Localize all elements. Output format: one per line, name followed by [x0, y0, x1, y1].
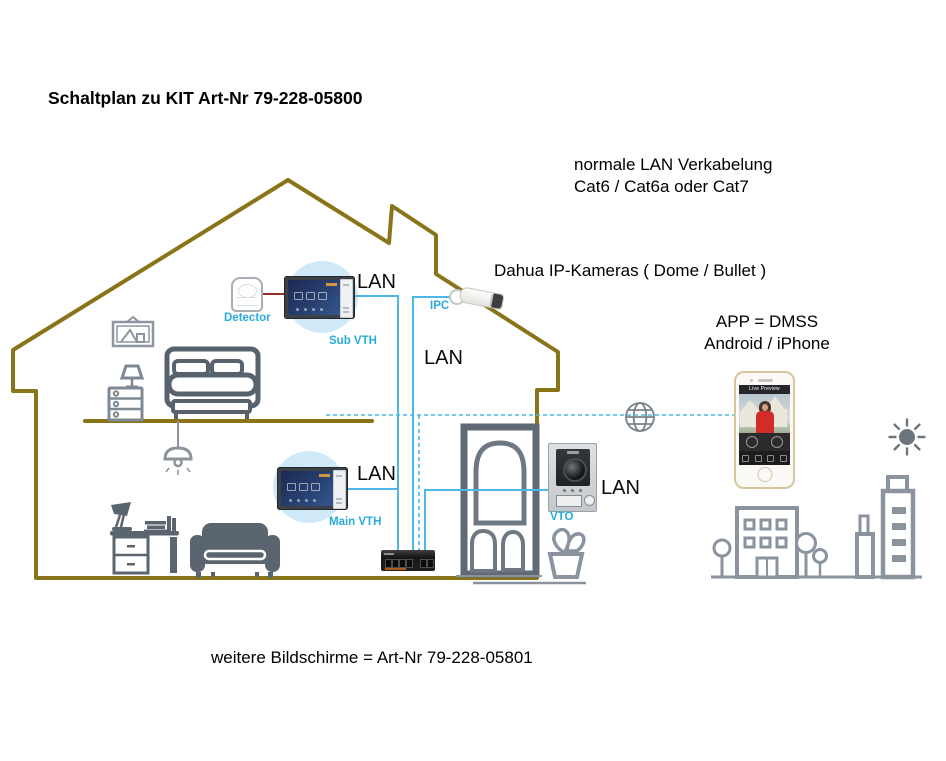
live-preview-scene [739, 394, 790, 433]
lan-label-sub-vth: LAN [357, 271, 396, 293]
nightstand-icon [107, 386, 144, 422]
lan-label-main-vth: LAN [357, 463, 396, 485]
internet-dashed-line [326, 414, 736, 551]
books-icon [144, 516, 176, 533]
switch-logo [384, 553, 394, 555]
camera-lens [491, 293, 504, 310]
lan-label-vto: LAN [601, 477, 640, 499]
sub-vth-screen [288, 280, 340, 315]
main-vth-label: Main VTH [329, 516, 382, 528]
picture-frame-icon [111, 315, 155, 348]
main-vth-device [277, 467, 348, 510]
sub-vth-device [284, 276, 355, 319]
sub-vth-speaker-panel [340, 279, 353, 318]
switch-leds [385, 567, 406, 570]
sofa-icon [190, 523, 280, 578]
camera-body [458, 286, 505, 311]
app-note: APP = DMSS Android / iPhone [688, 311, 846, 355]
door-threshold [456, 575, 586, 585]
phone-front-camera [750, 379, 753, 382]
main-vth-screen [281, 471, 333, 506]
front-door-icon [460, 423, 540, 578]
sub-vth-label: Sub VTH [329, 335, 377, 347]
vto-call-button [584, 495, 595, 506]
vto-device [548, 443, 597, 512]
talk-button-icon [771, 436, 784, 448]
detector-label: Detector [224, 312, 271, 324]
screens-note: weitere Bildschirme = Art-Nr 79-228-0580… [211, 648, 533, 667]
ipc-label: IPC [430, 300, 450, 312]
vto-nameplate [556, 495, 582, 507]
main-vth-speaker-panel [333, 470, 346, 509]
desk-lamp-icon [111, 502, 132, 531]
vto-camera-module [556, 449, 590, 486]
ipc-camera-device [449, 280, 507, 312]
app-note-line2: Android / iPhone [704, 334, 830, 353]
poe-switch-device [381, 550, 435, 571]
lan-line-vto [424, 489, 548, 552]
table-lamp-icon [119, 364, 145, 389]
vto-label: VTO [550, 511, 574, 523]
detector-device [231, 277, 263, 312]
desk-icon [110, 531, 179, 575]
lan-cabling-note-line2: Cat6 / Cat6a oder Cat7 [574, 177, 749, 196]
detector-sensor-window [238, 284, 257, 298]
lan-line-ipc [412, 296, 452, 552]
vto-lens [563, 458, 587, 482]
smartphone-device: Live Preview [734, 371, 795, 489]
diagram-title: Schaltplan zu KIT Art-Nr 79-228-05800 [48, 88, 363, 108]
app-note-line1: APP = DMSS [715, 312, 819, 331]
lan-label-ipc: LAN [424, 347, 463, 369]
plant-icon [547, 527, 586, 579]
bed-icon [164, 346, 261, 419]
app-title-bar: Live Preview [739, 385, 790, 394]
call-controls [739, 433, 790, 451]
phone-speaker [758, 379, 773, 382]
globe-icon [625, 402, 655, 432]
lan-cabling-note-line1: normale LAN Verkabelung [574, 155, 773, 174]
phone-screen: Live Preview [739, 385, 790, 465]
detector-ridges [237, 297, 257, 306]
pendant-lamp-icon [163, 421, 193, 475]
sun-icon [888, 418, 926, 456]
camera-type-note: Dahua IP-Kameras ( Dome / Bullet ) [494, 261, 767, 280]
unlock-button-icon [745, 436, 758, 448]
lan-cable-lines [348, 295, 548, 552]
lan-line-sub-vth [355, 295, 399, 552]
home-button [757, 467, 772, 482]
app-toolbar [739, 451, 790, 465]
city-buildings-icon [711, 475, 922, 580]
lan-cabling-note: normale LAN Verkabelung Cat6 / Cat6a ode… [574, 154, 772, 198]
